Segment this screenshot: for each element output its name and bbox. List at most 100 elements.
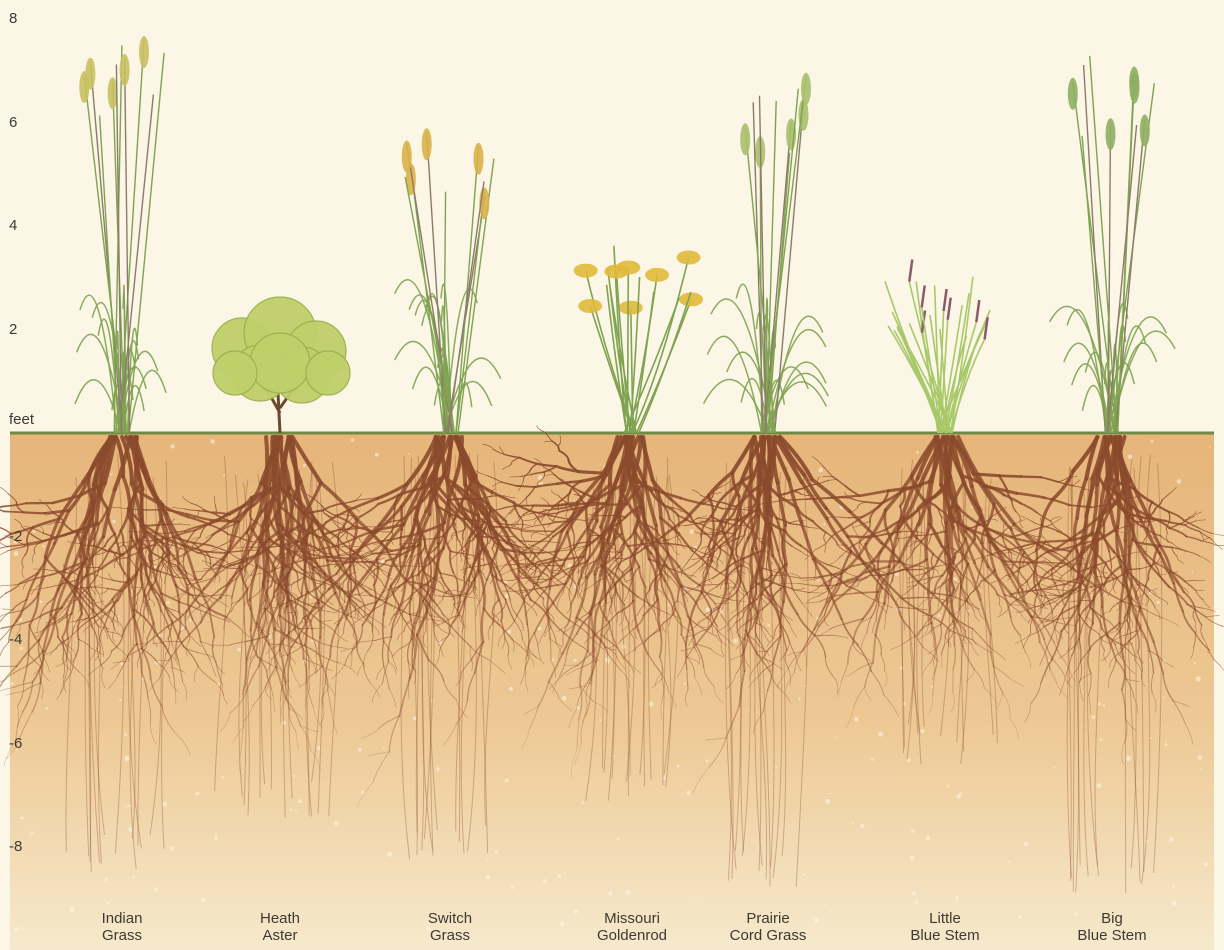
plant-label-line2: Grass [47,927,197,944]
soil-speckle [1169,837,1174,842]
soil-speckle [798,698,800,700]
soil-speckle [118,615,120,617]
soil-speckle [495,850,498,853]
soil-speckle [31,832,34,835]
soil-speckle [351,438,354,441]
plant-label-line2: Goldenrod [557,927,707,944]
soil-speckle [334,821,339,826]
y-tick-label: 8 [9,11,17,26]
flower-head [677,251,701,265]
soil-speckle [686,791,690,795]
plant-label-line1: Heath [205,910,355,927]
soil-speckle [1173,886,1175,888]
root-strand [953,669,954,692]
soil-speckle [104,878,108,882]
soil-speckle [201,898,205,902]
soil-speckle [1199,768,1201,770]
soil-speckle [1163,696,1165,698]
flower-head [645,268,669,282]
soil-speckle [509,687,513,691]
plant-label-line2: Grass [375,927,525,944]
soil-speckle [852,822,854,824]
soil-speckle [971,506,973,508]
root-strand [586,506,587,528]
soil-speckle [558,874,562,878]
soil-speckle [295,810,297,812]
soil-speckle [810,791,812,793]
y-tick-label: -6 [9,736,22,751]
root-strand [578,472,603,474]
soil-speckle [1126,756,1131,761]
soil-speckle [938,614,941,617]
soil-speckle [817,579,819,581]
soil-speckle [955,896,959,900]
soil-speckle [574,659,577,662]
root-strand [704,534,715,535]
root-strand [768,476,769,513]
seed-head [740,123,750,155]
soil-speckle [835,737,837,739]
soil-speckle [871,758,874,761]
soil-speckle [1103,704,1105,706]
soil-speckle [1098,703,1101,706]
soil-speckle [317,746,320,749]
soil-speckle [1165,743,1168,746]
flower-head [619,301,643,315]
soil-speckle [926,836,930,840]
root-strand [477,537,494,538]
soil-speckle [119,699,121,701]
plant-label-indian-grass: IndianGrass [47,910,197,944]
soil-speckle [1097,783,1102,788]
soil-speckle [487,860,489,862]
soil-speckle [1181,528,1183,530]
seed-head [402,141,412,173]
plant-label-heath-aster: HeathAster [205,910,355,944]
flower-head [578,299,602,313]
flower-head [574,264,598,278]
root-strand [856,592,878,593]
soil-speckle [486,875,490,879]
soil-speckle [29,835,31,837]
plant-label-big-blue-stem: BigBlue Stem [1037,910,1187,944]
soil-speckle [599,719,601,721]
root-strand [520,541,535,542]
plant-label-line1: Little [870,910,1020,927]
soil-speckle [511,885,515,889]
soil-speckle [1191,571,1193,573]
soil-speckle [564,872,566,874]
plant-label-line1: Prairie [693,910,843,927]
soil-speckle [694,585,696,587]
soil-speckle [916,451,919,454]
flower-head [679,292,703,306]
root-strand [449,499,465,500]
root-strand [383,614,384,641]
soil-speckle [39,600,42,603]
soil-speckle [124,733,127,736]
soil-speckle [683,683,685,685]
soil-speckle [1194,662,1196,664]
y-tick-label: 6 [9,115,17,130]
root-strand [815,635,832,636]
soil-speckle [21,817,24,820]
soil-speckle [915,901,918,904]
soil-speckle [436,767,440,771]
root-strand [737,591,738,614]
soil-speckle [223,474,225,476]
soil-speckle [45,707,48,710]
soil-speckle [282,721,286,725]
soil-speckle [1008,861,1010,863]
bush-leaf-cluster [306,351,350,395]
soil-speckle [825,799,830,804]
soil-speckle [42,545,45,548]
soil-speckle [124,756,129,761]
soil-speckle [237,648,241,652]
soil-speckle [1209,446,1211,448]
soil-speckle [676,765,679,768]
y-tick-label: -8 [9,839,22,854]
soil-speckle [110,473,112,475]
root-strand [278,484,279,524]
plant-label-switch-grass: SwitchGrass [375,910,525,944]
root-strand [556,521,571,522]
soil-speckle [543,879,547,883]
soil-speckle [854,717,859,722]
